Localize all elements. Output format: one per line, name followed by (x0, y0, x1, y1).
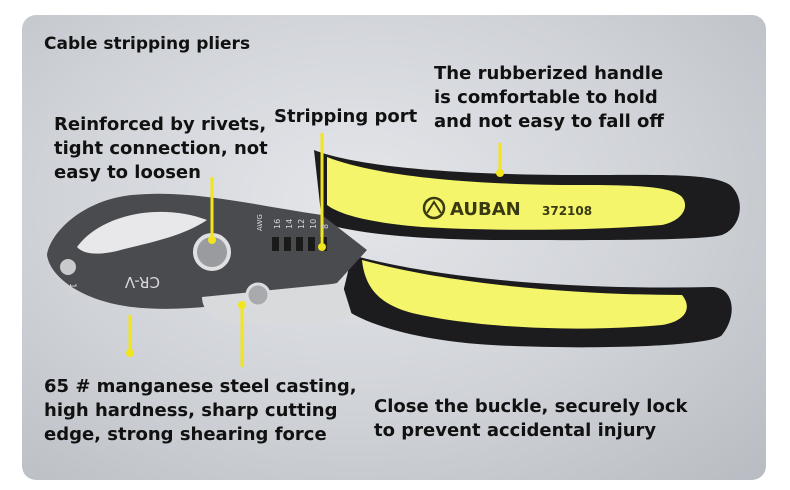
jaw-number: 16 (67, 283, 77, 295)
callout-steel: 65 # manganese steel casting, high hardn… (44, 376, 357, 445)
gauge-label: 8 (321, 224, 330, 229)
blade-mark: CR-V (124, 273, 160, 291)
callout-dot-steel (126, 349, 134, 357)
product-card: AUBAN 372108 CR-V 16 AWG 16 14 12 10 8 C… (22, 15, 766, 480)
brand-logo (422, 196, 446, 220)
callout-lines (128, 133, 502, 367)
lower-handle (340, 255, 732, 348)
callout-dot-port (318, 243, 326, 251)
brand-text: AUBAN (450, 199, 521, 220)
pliers-head (47, 193, 367, 325)
gauge-label: 10 (309, 219, 318, 229)
callout-rivets: Reinforced by rivets, tight connection, … (54, 114, 268, 183)
callout-stripping-port: Stripping port (274, 106, 418, 127)
callout-buckle: Close the buckle, securely lock to preve… (374, 396, 688, 441)
callout-dots (126, 169, 504, 357)
callout-dot-rivets (208, 236, 216, 244)
page-title: Cable stripping pliers (44, 34, 251, 54)
gauge-label: 12 (297, 219, 306, 229)
gauge-label: 16 (273, 219, 282, 229)
callout-dot-buckle (238, 301, 246, 309)
callout-handle: The rubberized handle is comfortable to … (434, 63, 665, 132)
gauge-unit: AWG (256, 214, 264, 231)
callout-dot-handle (496, 169, 504, 177)
gauge-label: 14 (285, 219, 294, 229)
pliers-illustration: AUBAN 372108 CR-V 16 AWG 16 14 12 10 8 (47, 133, 740, 367)
model-number: 372108 (542, 204, 592, 218)
upper-handle (314, 150, 740, 241)
